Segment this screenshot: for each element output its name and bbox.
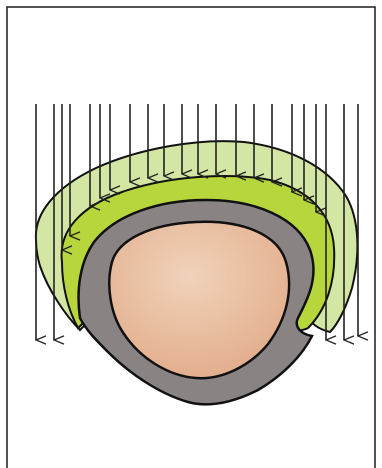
- layered-sphere-diagram: [0, 0, 382, 468]
- diagram-figure: [0, 0, 382, 468]
